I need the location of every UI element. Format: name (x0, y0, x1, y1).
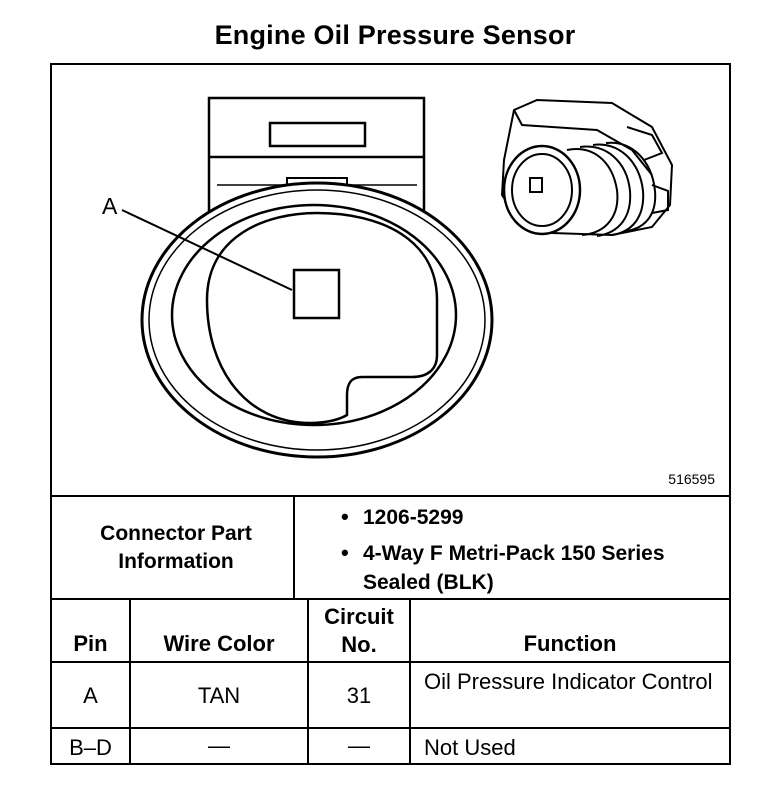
connector-info-label: Connector Part Information (100, 522, 252, 573)
divider (52, 727, 729, 729)
divider (409, 598, 411, 765)
divider (307, 598, 309, 765)
header-circuit-no: Circuit No. (324, 604, 394, 657)
divider (293, 495, 295, 598)
table-row-function: Not Used (424, 735, 516, 760)
table-row-pin: A (83, 683, 98, 708)
divider (52, 495, 729, 497)
connector-drawing (121, 96, 674, 459)
table-row-circuit: — (348, 733, 370, 758)
connector-3d-illustration (500, 98, 674, 237)
header-function: Function (523, 631, 617, 656)
page-title: Engine Oil Pressure Sensor (214, 20, 576, 50)
header-wire-color: Wire Color (163, 631, 275, 656)
table-row-pin: B–D (69, 735, 112, 760)
connector-diagram-frame: A 516595 Connector Part Information 1206… (50, 63, 731, 765)
table-row-wire-color: TAN (197, 683, 241, 708)
table-row-circuit: 31 (346, 683, 372, 708)
connector-description: 4-Way F Metri-Pack 150 Series Sealed (BL… (337, 538, 683, 597)
figure-number: 516595 (668, 471, 715, 487)
table-row-wire-color: — (208, 733, 230, 758)
connector-info-list: 1206-5299 4-Way F Metri-Pack 150 Series … (337, 502, 683, 604)
table-row-function: Oil Pressure Indicator Control (424, 669, 713, 694)
divider (52, 661, 729, 663)
divider (52, 598, 729, 600)
pin-a-callout: A (102, 193, 118, 219)
connector-part-number: 1206-5299 (337, 502, 683, 532)
divider (129, 598, 131, 765)
header-pin: Pin (73, 631, 108, 656)
connector-face-illustration (121, 96, 494, 459)
